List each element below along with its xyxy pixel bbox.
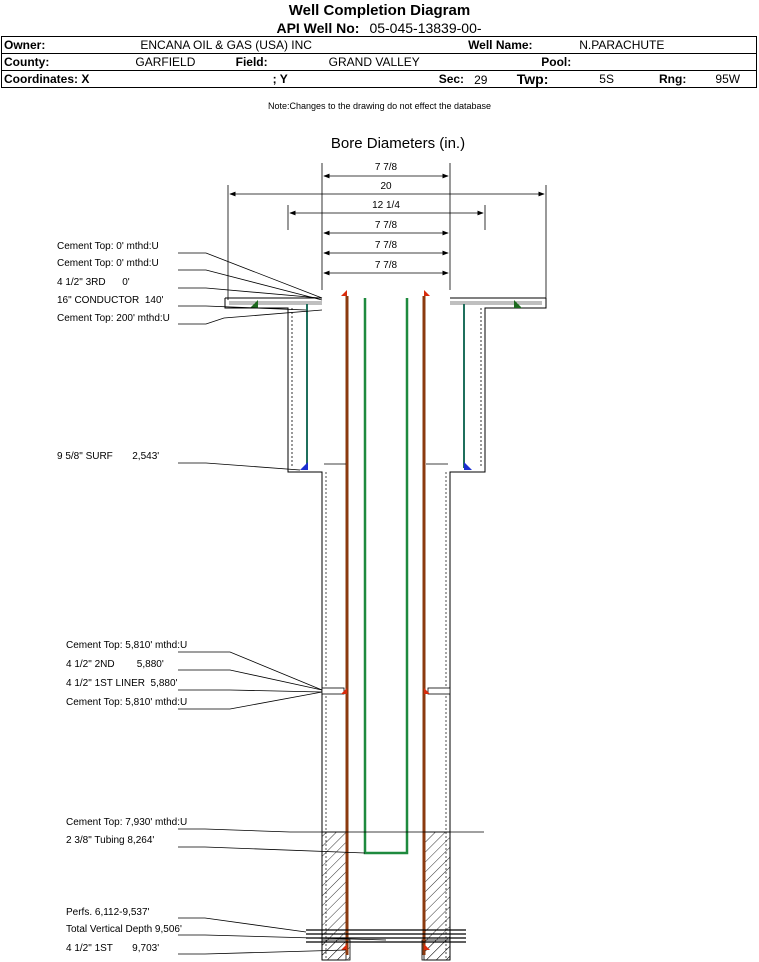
open-hole-wall bbox=[305, 471, 468, 960]
bore-dimension-lines bbox=[227, 163, 547, 300]
tubing bbox=[363, 298, 409, 855]
depth-label: Cement Top: 5,810' mthd:U bbox=[66, 640, 187, 651]
bore-dim-label: 7 7/8 bbox=[375, 162, 398, 173]
depth-label: Cement Top: 5,810' mthd:U bbox=[66, 697, 187, 708]
rng-label: Rng: bbox=[657, 70, 714, 88]
owner-value: ENCANA OIL & GAS (USA) INC bbox=[105, 36, 467, 54]
owner-label: Owner: bbox=[1, 36, 106, 54]
twp-label: Twp: bbox=[516, 71, 549, 87]
depth-label: 9 5/8" SURF 2,543' bbox=[57, 451, 159, 462]
depth-label: Cement Top: 7,930' mthd:U bbox=[66, 817, 187, 828]
rng-value: 95W bbox=[713, 70, 758, 88]
pool-label: Pool: bbox=[466, 53, 578, 71]
field-value: GRAND VALLEY bbox=[326, 53, 467, 71]
production-casing bbox=[345, 296, 426, 955]
coords-label: Coordinates: X bbox=[0, 70, 234, 88]
depth-label: 4 1/2" 1ST 9,703' bbox=[66, 943, 159, 954]
perforation-lines bbox=[306, 929, 466, 943]
bore-dim-label: 7 7/8 bbox=[375, 240, 398, 251]
bore-dim-label: 7 7/8 bbox=[375, 260, 398, 271]
twp-value: 5S bbox=[577, 70, 657, 88]
well-name-label: Well Name: bbox=[466, 36, 578, 54]
bore-diameters-title: Bore Diameters (in.) bbox=[331, 135, 465, 152]
cement-top-lines bbox=[290, 463, 484, 833]
page-title: Well Completion Diagram bbox=[288, 2, 471, 19]
leader-lines bbox=[178, 252, 387, 955]
depth-labels: Cement Top: 0' mthd:U Cement Top: 0' mth… bbox=[57, 241, 187, 954]
api-label: API Well No: bbox=[276, 20, 360, 36]
depth-label: Cement Top: 0' mthd:U bbox=[57, 241, 159, 252]
depth-label: Total Vertical Depth 9,506' bbox=[66, 924, 182, 935]
depth-label: 4 1/2" 3RD 0' bbox=[57, 277, 130, 288]
depth-label: 16" CONDUCTOR 140' bbox=[57, 295, 164, 306]
depth-label: 2 3/8" Tubing 8,264' bbox=[66, 835, 154, 846]
bore-dim-label: 7 7/8 bbox=[375, 220, 398, 231]
depth-label: Cement Top: 200' mthd:U bbox=[57, 313, 170, 324]
depth-label: Cement Top: 0' mthd:U bbox=[57, 258, 159, 269]
conductor-casing bbox=[224, 297, 547, 473]
pool-value bbox=[577, 53, 758, 71]
api-value: 05-045-13839-00- bbox=[369, 20, 482, 36]
well-name-value: N.PARACHUTE bbox=[577, 36, 758, 54]
surface-casing bbox=[306, 304, 465, 468]
cement-hatch bbox=[321, 831, 451, 961]
sec-value: 29 bbox=[474, 73, 488, 87]
depth-label: 4 1/2" 2ND 5,880' bbox=[66, 659, 164, 670]
bore-dim-label: 12 1/4 bbox=[372, 200, 400, 211]
liner-hanger bbox=[321, 687, 451, 695]
bore-dimension-labels: 7 7/8 20 12 1/4 7 7/8 7 7/8 7 7/8 bbox=[372, 162, 400, 271]
well-header-table: API Well No: 05-045-13839-00- Owner: ENC… bbox=[0, 20, 758, 88]
note-text: Note:Changes to the drawing do not effec… bbox=[268, 101, 491, 111]
county-label: County: bbox=[1, 53, 106, 71]
depth-label: 4 1/2" 1ST LINER 5,880' bbox=[66, 678, 178, 689]
coords-y-label: ; Y bbox=[233, 70, 327, 88]
field-label: Field: bbox=[233, 53, 327, 71]
county-value: GARFIELD bbox=[105, 53, 234, 71]
bore-dim-label: 20 bbox=[380, 181, 392, 192]
sec-label: Sec: bbox=[326, 70, 467, 88]
depth-markers bbox=[250, 290, 522, 950]
depth-label: Perfs. 6,112-9,537' bbox=[66, 907, 150, 918]
